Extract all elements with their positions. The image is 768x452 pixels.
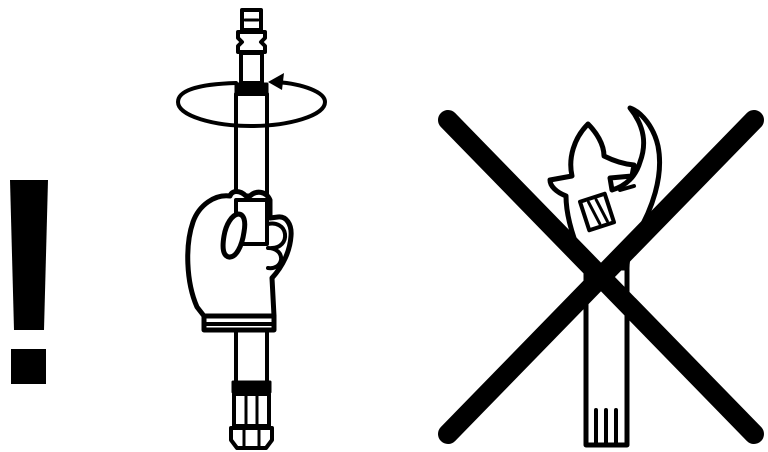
prohibited-cross-icon (438, 110, 764, 444)
exclamation-mark-icon (10, 180, 48, 384)
rotation-arrow-icon (176, 73, 327, 128)
hand-icon (185, 189, 294, 333)
forbidden-wrench-section (438, 105, 764, 448)
hand-tightening-hose-icon (176, 8, 327, 450)
